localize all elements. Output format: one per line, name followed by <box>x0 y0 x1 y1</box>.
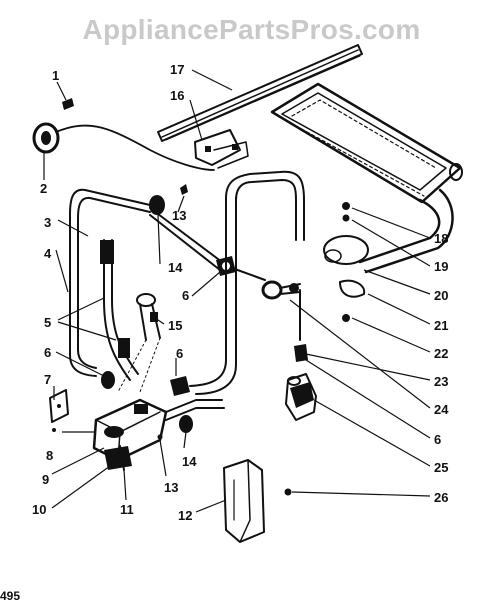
callout-3: 3 <box>44 215 51 230</box>
part-2-sensing-bulb <box>32 122 215 171</box>
callout-5: 5 <box>44 315 51 330</box>
part-13-upper-screw <box>180 184 188 195</box>
callout-13-lower: 13 <box>164 480 178 495</box>
part-10-knob-bracket <box>104 446 132 470</box>
callout-12: 12 <box>178 508 192 523</box>
part-1-screw <box>62 98 74 110</box>
part-6-lower-fittings <box>101 371 225 421</box>
callout-14-lower: 14 <box>182 454 197 469</box>
part-26-screw <box>284 488 292 496</box>
callout-1: 1 <box>52 68 59 83</box>
callout-18: 18 <box>434 231 448 246</box>
callout-4: 4 <box>44 246 52 261</box>
callout-6-lower: 6 <box>176 346 183 361</box>
callout-labels: 1 2 3 4 5 6 7 8 9 10 11 12 13 14 15 16 1… <box>0 62 449 600</box>
callout-19: 19 <box>434 259 448 274</box>
callout-11: 11 <box>120 502 134 517</box>
callout-13-upper: 13 <box>172 208 186 223</box>
part-3-tubing <box>69 188 151 377</box>
callout-20: 20 <box>434 288 448 303</box>
part-25-regulator <box>285 373 317 421</box>
page-number: 495 <box>0 589 20 600</box>
callout-2: 2 <box>40 181 47 196</box>
burner-assembly <box>270 82 463 274</box>
callout-9: 9 <box>42 472 49 487</box>
part-11-connector <box>119 445 125 471</box>
screw-22 <box>342 314 350 322</box>
callout-6-right: 6 <box>434 432 441 447</box>
callout-6-upper: 6 <box>182 288 189 303</box>
part-13-lower-screw <box>157 434 163 440</box>
callout-25: 25 <box>434 460 448 475</box>
screw-19 <box>342 214 350 222</box>
callout-26: 26 <box>434 490 448 505</box>
supply-loop-tube <box>189 170 305 395</box>
leader-lines <box>43 69 431 513</box>
callout-7: 7 <box>44 372 51 387</box>
pilot-tube <box>149 207 266 281</box>
callout-24: 24 <box>434 402 449 417</box>
part-12-shield <box>223 459 265 543</box>
part-14-lower-fitting <box>179 415 193 433</box>
part-8-screw <box>52 428 56 432</box>
callout-16: 16 <box>170 88 184 103</box>
part-7-plate <box>49 389 69 423</box>
callout-6-left: 6 <box>44 345 51 360</box>
callout-10: 10 <box>32 502 46 517</box>
callout-8: 8 <box>46 448 53 463</box>
part-23-fitting <box>294 344 308 362</box>
screw-18 <box>342 202 350 210</box>
part-16-bracket <box>194 129 249 169</box>
part-24-fitting <box>261 280 301 300</box>
callout-23: 23 <box>434 374 448 389</box>
part-21-clip <box>339 279 366 298</box>
watermark-text: AppliancePartsPros.com <box>82 14 421 45</box>
callout-14-upper: 14 <box>168 260 183 275</box>
part-14-upper-fitting <box>149 195 165 215</box>
callout-21: 21 <box>434 318 448 333</box>
callout-17: 17 <box>170 62 184 77</box>
callout-15: 15 <box>168 318 182 333</box>
part-4-tubing <box>100 239 139 381</box>
callout-22: 22 <box>434 346 448 361</box>
